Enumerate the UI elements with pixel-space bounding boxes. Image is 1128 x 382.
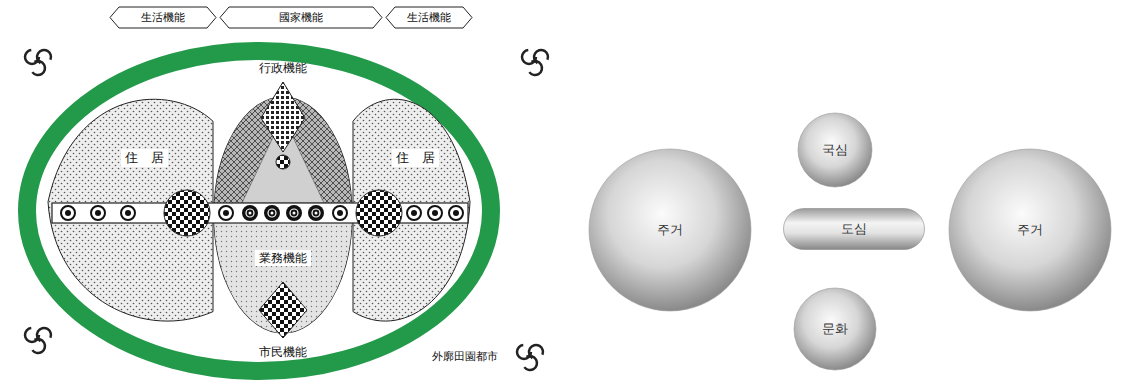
civic-diamond — [259, 282, 307, 338]
lobe-outline — [353, 99, 470, 321]
sphere-node: 주거 — [588, 148, 752, 312]
function-banner: 生活機能 — [110, 7, 216, 28]
greenbelt-ring — [27, 51, 491, 371]
lobe-outline — [48, 99, 213, 321]
cylinder-outline — [784, 209, 925, 250]
station-ring — [61, 206, 463, 220]
sphere-node: 문화 — [793, 287, 877, 371]
garden-city-label: 外廓田園都市 — [432, 350, 498, 363]
sphere-node: 국심 — [797, 112, 873, 188]
transit-band — [52, 203, 468, 223]
node-label: 문화 — [822, 321, 848, 337]
node-label: 國家機能 — [279, 11, 323, 24]
sphere-outline — [798, 113, 872, 187]
sphere-outline — [589, 149, 751, 311]
node-label: 行政機能 — [259, 61, 307, 75]
node-label: 住 居 — [121, 149, 168, 167]
central-station — [242, 205, 324, 221]
sphere-outline — [949, 149, 1111, 311]
function-banner: 生活機能 — [386, 7, 472, 28]
cylinder-node: 도심 — [783, 208, 925, 250]
garden-city-symbol — [25, 47, 551, 372]
sphere-outline — [794, 288, 876, 370]
node-label: 生活機能 — [407, 11, 451, 24]
node-label: 業務機能 — [255, 250, 311, 266]
node-label: 市民機能 — [259, 345, 307, 359]
banner-outline — [386, 7, 472, 28]
sub-center-circle — [164, 190, 402, 236]
function-banner: 國家機能 — [220, 7, 382, 28]
node-label: 生活機能 — [141, 11, 185, 24]
core-marker — [276, 155, 290, 169]
node-label: 주거 — [1017, 222, 1043, 238]
node-label: 住 居 — [392, 149, 439, 167]
node-label: 국심 — [822, 142, 848, 158]
sphere-node: 주거 — [948, 148, 1112, 312]
banner-outline — [110, 7, 216, 28]
node-label: 주거 — [657, 222, 683, 238]
node-label: 도심 — [841, 221, 867, 237]
banner-outline — [220, 7, 382, 28]
administrative-spire — [261, 82, 305, 152]
